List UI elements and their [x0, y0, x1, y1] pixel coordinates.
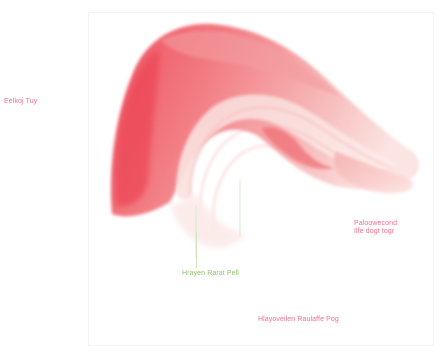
label-middle: Hrayen Rarat Pell	[182, 270, 239, 278]
middle-label-leader	[196, 232, 197, 268]
lower-faint-skirt	[170, 195, 246, 247]
label-right-line1: Paloowecond	[354, 220, 424, 228]
label-bottom: Hlayoveilen Raulaffe Pog	[258, 316, 339, 324]
label-right-line2: Ilfe dogt togr	[354, 228, 424, 236]
label-left: Eelkoj Tuy	[4, 98, 37, 106]
label-right: Paloowecond Ilfe dogt togr	[354, 220, 424, 236]
